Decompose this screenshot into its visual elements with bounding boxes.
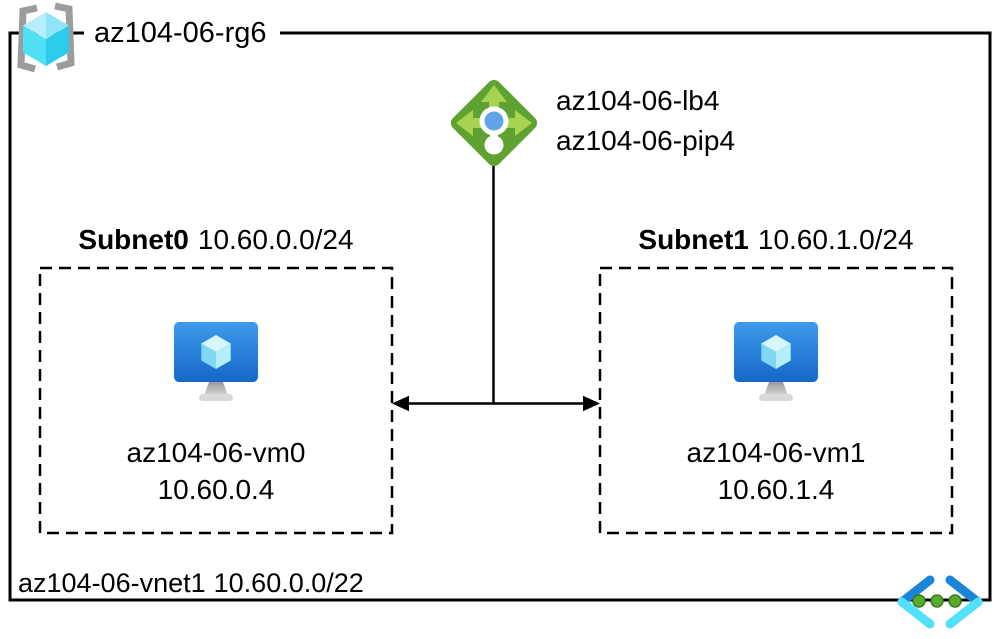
resource-group-label-patch: az104-06-rg6	[84, 12, 280, 54]
arrowhead-left	[392, 395, 409, 412]
subnet1-name: Subnet1	[638, 224, 749, 255]
vnet-cidr: 10.60.0.0/22	[213, 568, 364, 598]
vm0-label: az104-06-vm0 10.60.0.4	[40, 434, 392, 508]
load-balancer-icon	[450, 79, 538, 167]
resource-group-label: az104-06-rg6	[94, 16, 267, 49]
vm1-label: az104-06-vm1 10.60.1.4	[600, 434, 952, 508]
load-balancer-public-ip: az104-06-pip4	[556, 125, 736, 156]
arrowhead-right	[583, 395, 600, 412]
vm1-ip: 10.60.1.4	[717, 474, 835, 505]
virtual-network-icon	[897, 575, 983, 629]
virtual-machine-icon	[174, 322, 258, 401]
subnet0-label: Subnet0 10.60.0.0/24	[40, 223, 392, 257]
resource-group-box	[8, 31, 992, 602]
subnet0-cidr: 10.60.0.0/24	[197, 224, 354, 255]
virtual-machine-icon	[734, 322, 818, 401]
resource-group-icon	[17, 2, 75, 73]
vnet-name: az104-06-vnet1	[18, 568, 206, 598]
subnet1-box	[598, 266, 954, 535]
subnet1-cidr: 10.60.1.0/24	[757, 224, 914, 255]
subnet0-box	[38, 266, 394, 535]
subnet0-name: Subnet0	[78, 224, 189, 255]
vm1-name: az104-06-vm1	[686, 437, 866, 468]
subnet1-label: Subnet1 10.60.1.0/24	[600, 223, 952, 257]
load-balancer-labels: az104-06-lb4 az104-06-pip4	[556, 81, 735, 161]
vm0-ip: 10.60.0.4	[157, 474, 275, 505]
vm0-name: az104-06-vm0	[126, 437, 306, 468]
load-balancer-name: az104-06-lb4	[556, 85, 720, 116]
